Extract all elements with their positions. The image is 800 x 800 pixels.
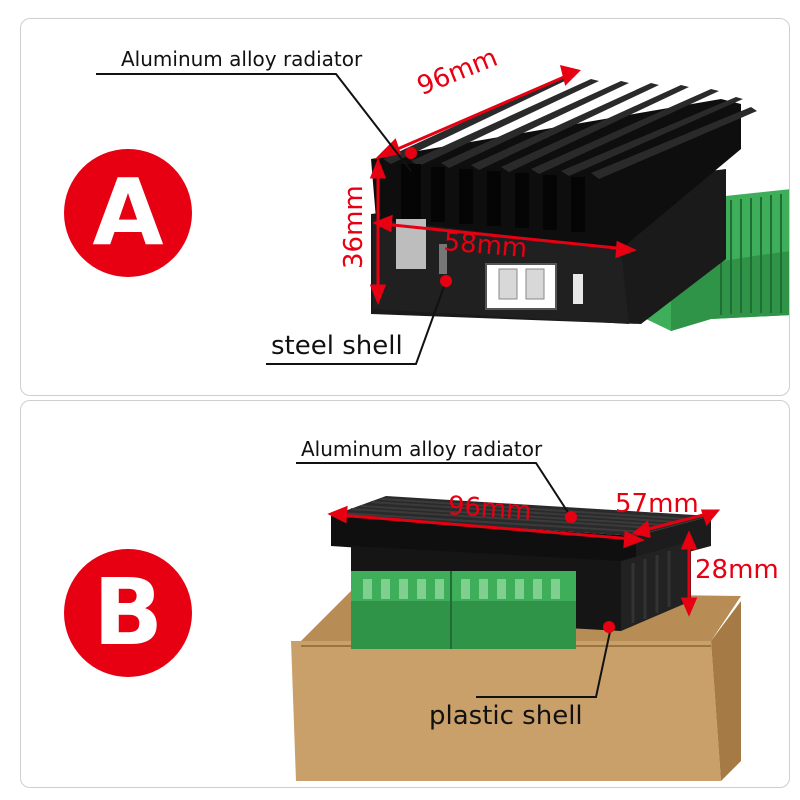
- badge-a: A: [64, 149, 192, 277]
- shell-marker-b: [603, 621, 615, 633]
- driver-b-illustration: [291, 462, 741, 781]
- radiator-marker-b: [565, 511, 577, 523]
- shell-label-b: plastic shell: [429, 701, 583, 731]
- callout-lines-b: [296, 462, 612, 698]
- width-dim-b: 57mm: [615, 489, 699, 519]
- dimension-arrows-a: [369, 64, 637, 306]
- panel-a: A Aluminum alloy radiator steel shell 96…: [20, 18, 790, 396]
- badge-b: B: [64, 549, 192, 677]
- shell-marker-a: [440, 275, 452, 287]
- driver-a-illustration: [96, 64, 789, 365]
- shell-label-a: steel shell: [271, 331, 403, 361]
- height-dim-b: 28mm: [695, 555, 779, 585]
- dimension-arrows-b: [327, 505, 721, 617]
- heatsink-a: [371, 77, 757, 324]
- callout-lines-a: [96, 73, 447, 365]
- panel-b: B Aluminum alloy radiator plastic shell …: [20, 400, 790, 788]
- height-dim-a: 36mm: [339, 185, 369, 269]
- terminal-block-b: [351, 571, 576, 649]
- length-dim-b: 96mm: [446, 491, 533, 527]
- radiator-marker-a: [405, 147, 417, 159]
- radiator-label-a: Aluminum alloy radiator: [121, 47, 363, 71]
- radiator-label-b: Aluminum alloy radiator: [301, 437, 543, 461]
